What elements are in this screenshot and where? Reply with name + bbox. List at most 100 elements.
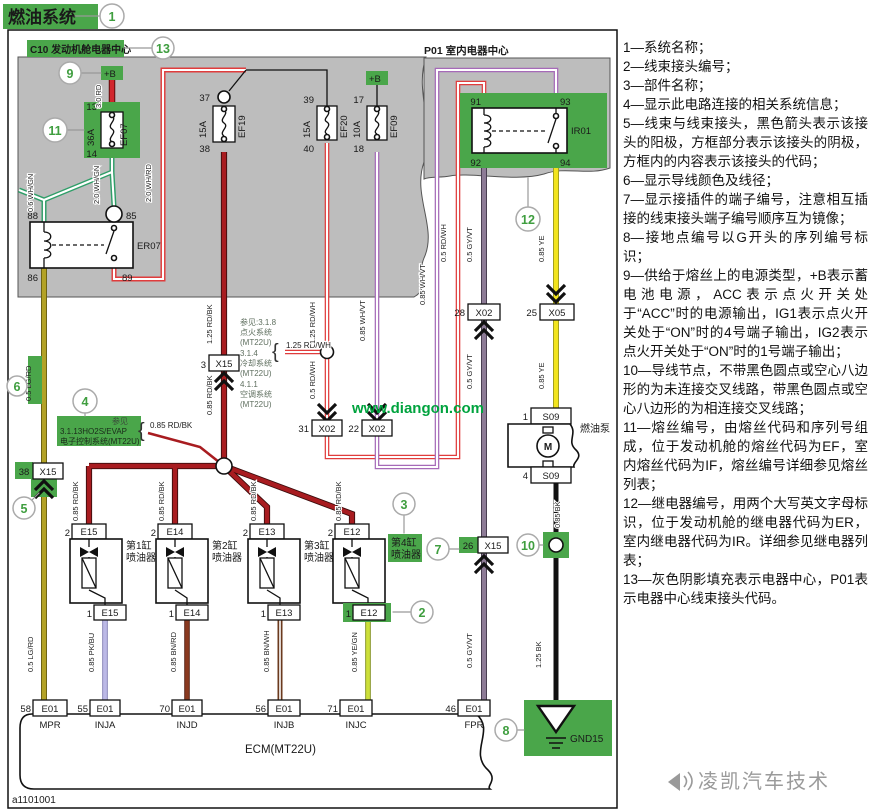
wire-labels: 3.0 RD 0.6 WH/GN 2.0 WH/GN 2.0 WH/RD 1.2… xyxy=(24,83,563,673)
svg-text:参见:3.1.8: 参见:3.1.8 xyxy=(240,317,277,327)
wire-2-0-wh-rd xyxy=(111,67,246,282)
legend-item-13: 13—灰色阴影填充表示电器中心，P01表示电器中心线束接头代码。 xyxy=(623,572,868,606)
legend-item-1: 1—系统名称； xyxy=(623,40,712,55)
svg-text:85: 85 xyxy=(126,211,137,222)
wire-injector-returns xyxy=(102,620,371,700)
svg-text:0.85 RD/BK: 0.85 RD/BK xyxy=(71,481,80,521)
injector-3-e13: 2 E13 1 E13 第3缸 喷油器 xyxy=(243,523,334,621)
svg-text:70: 70 xyxy=(159,704,170,715)
svg-text:4.1.1: 4.1.1 xyxy=(240,380,258,389)
svg-text:38: 38 xyxy=(199,144,210,155)
connector-x15-3: 3 X15 xyxy=(201,354,240,392)
wire-rd-bk-main xyxy=(85,152,356,524)
svg-text:(MT22U): (MT22U) xyxy=(240,338,272,347)
callout-3: 3 xyxy=(401,498,408,512)
svg-text:X02: X02 xyxy=(369,424,386,435)
svg-text:第3缸: 第3缸 xyxy=(304,539,330,552)
doc-id: a1101001 xyxy=(12,795,56,806)
ecm-label: ECM(MT22U) xyxy=(245,744,316,756)
brace-icon: { xyxy=(138,420,145,442)
svg-text:28: 28 xyxy=(454,308,465,319)
relay-er07: 88 85 86 89 ER07 xyxy=(27,205,161,284)
svg-text:55: 55 xyxy=(77,704,88,715)
svg-text:X02: X02 xyxy=(476,308,493,319)
svg-text:25: 25 xyxy=(526,308,537,319)
node-85-junction xyxy=(105,205,123,223)
svg-text:31: 31 xyxy=(298,424,309,435)
legend-column: 1—系统名称； 2—线束接头编号； 3—部件名称； 4—显示此电路连接的相关系统… xyxy=(623,38,868,608)
svg-text:37: 37 xyxy=(199,93,210,104)
svg-text:E15: E15 xyxy=(102,608,119,619)
legend-item-8: 8—接地点编号以G开头的序列编号标识； xyxy=(623,230,868,264)
svg-text:EF20: EF20 xyxy=(339,115,350,138)
svg-text:EF09: EF09 xyxy=(389,115,400,138)
injector-2-e14: 2 E14 1 E14 第2缸 喷油器 xyxy=(151,523,242,621)
svg-text:E13: E13 xyxy=(276,608,293,619)
svg-text:46: 46 xyxy=(445,704,456,715)
callout-5: 5 xyxy=(21,502,28,516)
node-injector-junction xyxy=(215,457,233,475)
svg-text:S09: S09 xyxy=(543,412,560,423)
svg-text:38: 38 xyxy=(19,467,30,478)
node-rdwh-junction xyxy=(319,344,335,360)
svg-text:0.5 RD/WH: 0.5 RD/WH xyxy=(439,224,448,262)
svg-text:0.5 GY/VT: 0.5 GY/VT xyxy=(465,227,474,262)
callout-1: 1 xyxy=(109,10,116,24)
callout-13: 13 xyxy=(156,42,170,56)
svg-text:4: 4 xyxy=(523,471,528,482)
svg-text:2: 2 xyxy=(243,528,248,539)
svg-text:INJA: INJA xyxy=(95,720,116,731)
svg-text:1: 1 xyxy=(169,609,174,620)
svg-text:E12: E12 xyxy=(344,527,361,538)
c10-label: C10 发动机舱电器中心 xyxy=(30,43,131,56)
connector-x15-26: 26 X15 xyxy=(459,536,509,575)
connector-x15-38: 38 X15 xyxy=(15,462,64,500)
svg-text:22: 22 xyxy=(348,424,359,435)
callouts: 1 13 9 11 6 4 5 2 3 7 10 12 8 xyxy=(6,3,544,742)
svg-text:1.25 RD/WH: 1.25 RD/WH xyxy=(308,302,317,344)
svg-text:EF07: EF07 xyxy=(119,123,130,146)
reference-systems-note: 参见:3.1.8 点火系统 (MT22U) 3.1.4 冷却系统 (MT22U)… xyxy=(240,317,332,409)
connector-x02-28: 28 X02 xyxy=(454,303,501,341)
callout-4: 4 xyxy=(82,395,89,409)
svg-text:10A: 10A xyxy=(352,120,363,138)
svg-text:0.85 PK/BU: 0.85 PK/BU xyxy=(87,633,96,672)
ground-gnd15: GND15 xyxy=(524,700,612,756)
fuel-pump-label: 燃油泵 xyxy=(580,422,610,435)
svg-text:INJB: INJB xyxy=(274,720,295,731)
svg-text:0.85 RD/BK: 0.85 RD/BK xyxy=(205,375,214,415)
watermark-center: www.diangon.com xyxy=(351,400,484,417)
svg-text:E14: E14 xyxy=(167,527,184,538)
svg-text:点火系统: 点火系统 xyxy=(240,327,272,337)
watermark-brand: 凌凯汽车技术 xyxy=(668,770,828,793)
svg-text:0.85 BN/WH: 0.85 BN/WH xyxy=(262,630,271,672)
brace-icon: { xyxy=(272,341,279,363)
svg-text:E01: E01 xyxy=(276,704,293,715)
svg-text:3.0 RD: 3.0 RD xyxy=(94,84,103,108)
svg-text:INJD: INJD xyxy=(176,720,197,731)
svg-text:0.85 YE: 0.85 YE xyxy=(537,235,546,262)
legend-item-7: 7—显示接插件的端子编号，注意相互插接的线束接头端子编号顺序互为镜像； xyxy=(623,192,868,226)
svg-text:喷油器: 喷油器 xyxy=(304,551,334,564)
svg-text:2.0 WH/RD: 2.0 WH/RD xyxy=(144,163,153,202)
svg-text:56: 56 xyxy=(255,704,266,715)
svg-text:X15: X15 xyxy=(216,359,233,370)
page-title: 燃油系统 xyxy=(8,7,76,27)
fuel-pump-s09: 1 S09 M 4 S09 燃油泵 xyxy=(507,407,610,484)
p01-label: P01 室内电器中心 xyxy=(424,44,509,57)
svg-text:3.1.4: 3.1.4 xyxy=(240,349,258,358)
connector-x05-25: 25 X05 xyxy=(526,283,575,321)
svg-text:3.1.13HO2S/EVAP: 3.1.13HO2S/EVAP xyxy=(60,427,127,436)
svg-text:FPR: FPR xyxy=(465,720,484,731)
legend-item-6: 6—显示导线颜色及线径； xyxy=(623,173,780,188)
svg-text:0.5 GY/VT: 0.5 GY/VT xyxy=(465,354,474,389)
svg-text:MPR: MPR xyxy=(39,720,60,731)
callout-10: 10 xyxy=(521,539,535,553)
svg-text:S09: S09 xyxy=(543,471,560,482)
ecm-box xyxy=(19,713,493,790)
legend-item-10: 10—导线节点，不带黑色圆点或空心八边形的为未连接交叉线路，带黑色圆点或空心八边… xyxy=(623,363,868,416)
svg-text:第2缸: 第2缸 xyxy=(212,539,238,552)
callout-2: 2 xyxy=(419,606,426,620)
svg-text:15A: 15A xyxy=(302,120,313,138)
